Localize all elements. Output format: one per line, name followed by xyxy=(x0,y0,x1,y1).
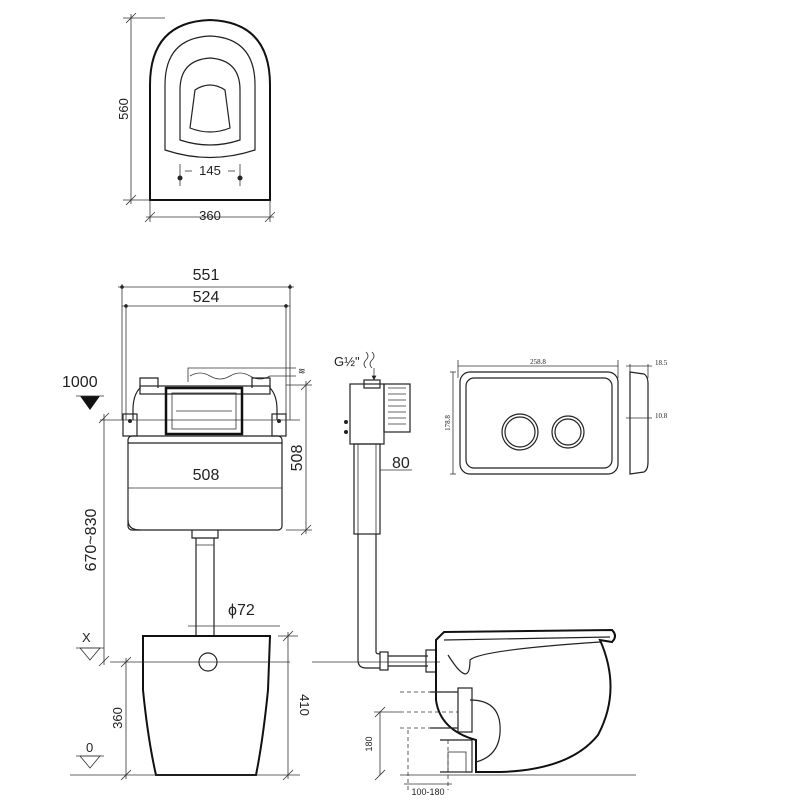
plate-width-label: 258.8 xyxy=(530,358,546,366)
pan-height-label: 560 xyxy=(116,98,131,120)
plate-height-label: 178.8 xyxy=(444,415,452,431)
plate-depth-label: 18.5 xyxy=(655,359,668,367)
cistern-body xyxy=(127,435,283,531)
level-x-marker xyxy=(79,647,101,661)
pan-height-410-label: 410 xyxy=(297,694,312,716)
outlet-height-360-label: 360 xyxy=(110,707,125,729)
flush-button-small xyxy=(551,415,585,449)
pipe-diameter-label: ϕ72 xyxy=(228,602,255,619)
side-frame-top xyxy=(349,383,385,445)
hole-spacing-label: 145 xyxy=(199,163,221,178)
inlet-hose xyxy=(187,367,296,382)
side-cistern xyxy=(353,443,381,535)
pan-inner-rim xyxy=(164,35,256,159)
side-view: G½" 80 xyxy=(312,351,636,797)
pan-outlet xyxy=(189,84,231,133)
plate-side-profile xyxy=(629,371,649,475)
drop-180-label: 180 xyxy=(364,736,374,751)
flush-plate xyxy=(459,371,619,475)
inlet-label: G½" xyxy=(334,354,360,369)
bracket-left xyxy=(122,413,138,437)
install-height-label: 670~830 xyxy=(83,509,100,572)
svg-text:≋: ≋ xyxy=(298,366,306,376)
level-1000-label: 1000 xyxy=(62,374,98,391)
level-x-label: X xyxy=(82,630,91,645)
pan-front xyxy=(142,635,272,776)
height-508-label: 508 xyxy=(289,445,306,472)
top-view: 145 560 360 xyxy=(116,12,276,223)
pan-width-label: 360 xyxy=(199,208,221,223)
side-bracket xyxy=(383,383,411,433)
front-view: 551 524 ≋ 508 xyxy=(62,267,312,781)
width-551-label: 551 xyxy=(193,267,220,284)
offset-label: 100-180 xyxy=(411,787,444,797)
service-opening xyxy=(164,386,244,436)
button-depth-label: 10.8 xyxy=(655,412,668,420)
level-0-marker xyxy=(79,755,101,769)
pan-bowl xyxy=(179,57,241,146)
outlet-connector xyxy=(457,687,473,733)
flush-plate-view: 258.8 178.8 18.5 10.8 xyxy=(444,358,668,475)
pan-outline xyxy=(149,18,271,201)
width-524-label: 524 xyxy=(193,289,220,306)
depth-80-label: 80 xyxy=(392,455,410,472)
level-0-label: 0 xyxy=(86,740,93,755)
bracket-right xyxy=(271,413,287,437)
pan-side xyxy=(435,628,616,773)
level-1000-marker xyxy=(80,396,100,410)
flush-button-large xyxy=(501,413,539,451)
width-508-label: 508 xyxy=(193,467,220,484)
